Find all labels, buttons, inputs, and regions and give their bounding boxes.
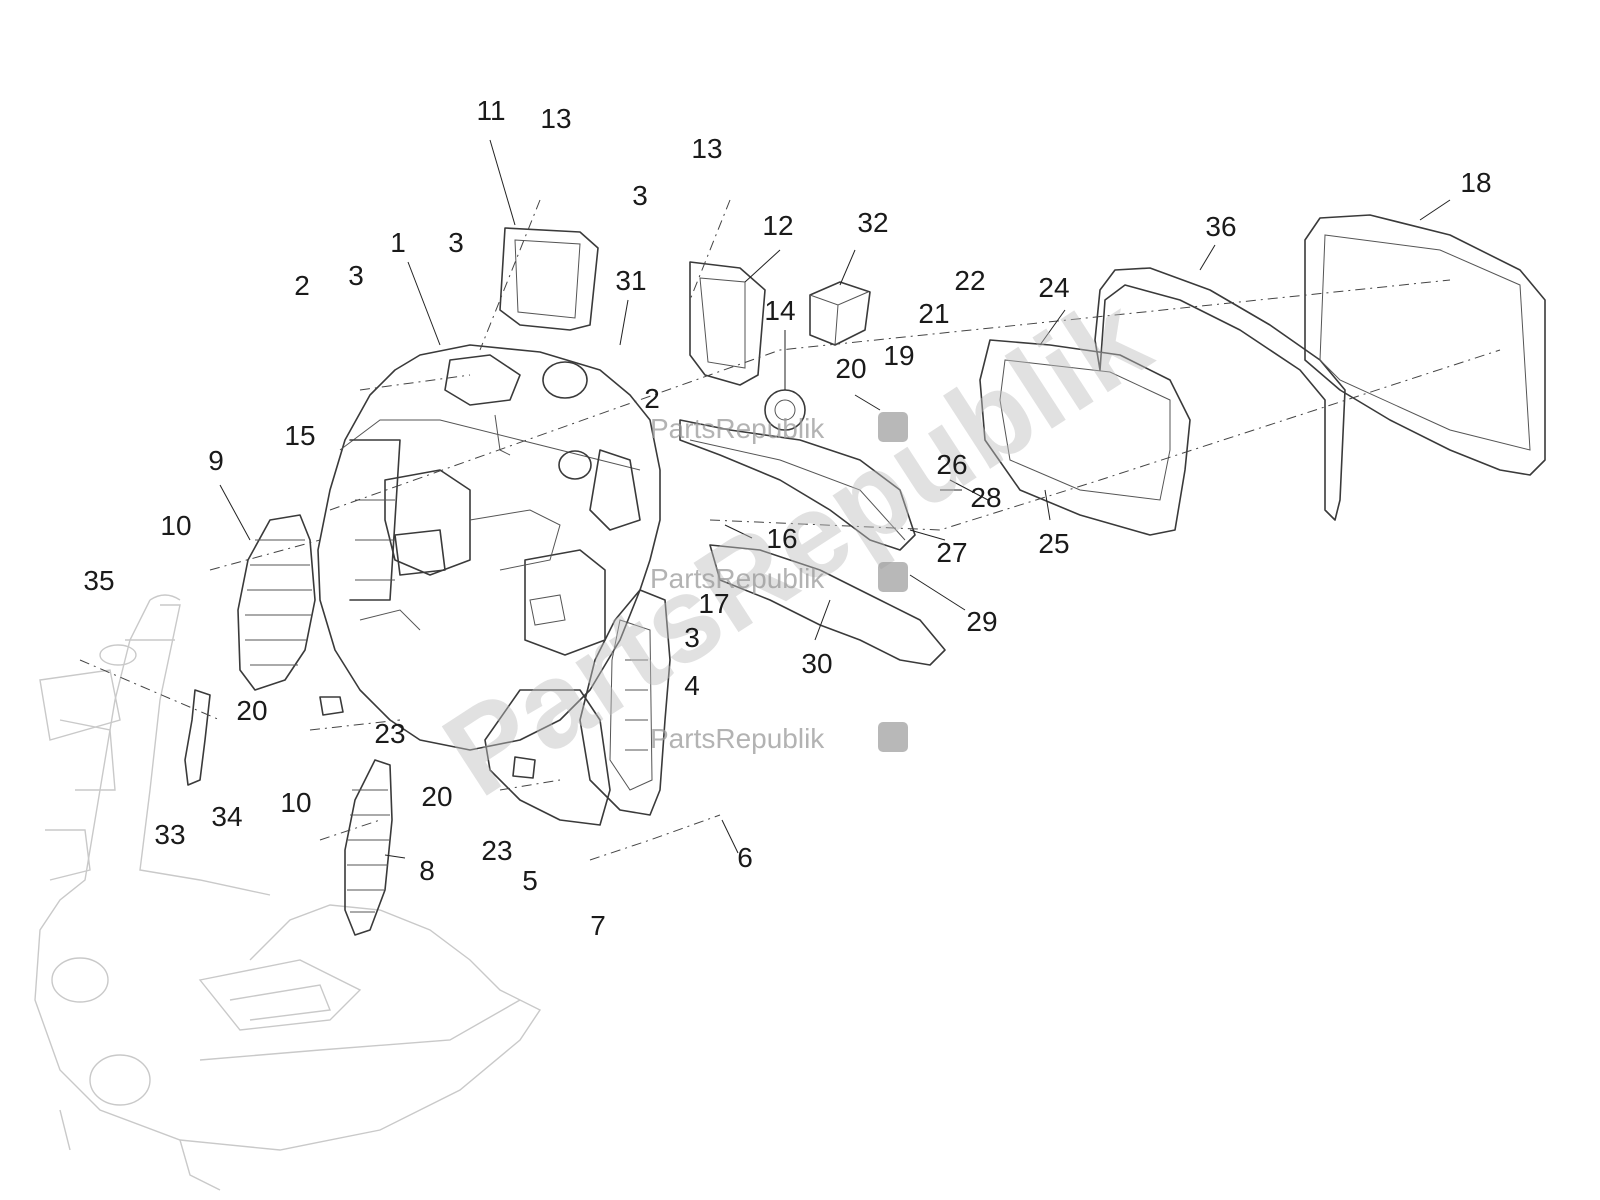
callout-14: 14: [764, 295, 795, 326]
callout-3: 3: [448, 227, 464, 258]
gear-icon: [878, 412, 908, 442]
bracket-33-part: [184, 689, 211, 786]
callout-26: 26: [936, 449, 967, 480]
callout-4: 4: [684, 670, 700, 701]
callout-34: 34: [211, 801, 242, 832]
callout-29: 29: [966, 606, 997, 637]
watermark-small-text-2: PartsRepublik: [650, 563, 825, 594]
callout-27: 27: [936, 537, 967, 568]
callout-13: 13: [691, 133, 722, 164]
callout-16: 16: [766, 523, 797, 554]
callout-30: 30: [801, 648, 832, 679]
gear-icon: [878, 562, 908, 592]
lower-fairing-part: [484, 689, 611, 826]
callout-33: 33: [154, 819, 185, 850]
callout-3: 3: [632, 180, 648, 211]
callout-28: 28: [970, 482, 1001, 513]
callout-15: 15: [284, 420, 315, 451]
callout-3: 3: [684, 622, 700, 653]
callout-35: 35: [83, 565, 114, 596]
box-32-part: [809, 281, 871, 346]
watermark-small-text-3: PartsRepublik: [650, 723, 825, 754]
clip-23b-part: [512, 756, 536, 779]
panel-18-part: [1304, 214, 1546, 476]
callout-2: 2: [644, 383, 660, 414]
door-24-part: [979, 339, 1191, 536]
callout-19: 19: [883, 340, 914, 371]
watermark-small-text-1: PartsRepublik: [650, 413, 825, 444]
callout-2: 2: [294, 270, 310, 301]
callout-10: 10: [280, 787, 311, 818]
grille-upper-part: [237, 514, 316, 691]
callout-25: 25: [1038, 528, 1069, 559]
grille-lower-part: [344, 759, 393, 936]
callout-9: 9: [208, 445, 224, 476]
frame-chassis-ghost: [34, 594, 542, 1191]
callout-18: 18: [1460, 167, 1491, 198]
callout-20: 20: [835, 353, 866, 384]
leader-lines: [219, 139, 1451, 859]
clip-23a-part: [319, 696, 344, 716]
callout-12: 12: [762, 210, 793, 241]
callout-24: 24: [1038, 272, 1069, 303]
frame-12-part: [689, 261, 766, 386]
strip-27-part: [679, 419, 916, 551]
callout-23: 23: [374, 718, 405, 749]
callout-5: 5: [522, 865, 538, 896]
callout-31: 31: [615, 265, 646, 296]
callout-1: 1: [390, 227, 406, 258]
callout-10: 10: [160, 510, 191, 541]
callout-7: 7: [590, 910, 606, 941]
frame-11-part: [499, 227, 599, 331]
callout-22: 22: [954, 265, 985, 296]
callout-21: 21: [918, 298, 949, 329]
callout-17: 17: [698, 588, 729, 619]
callout-20: 20: [421, 781, 452, 812]
leg-shield-back-part: [317, 344, 661, 751]
callout-23: 23: [481, 835, 512, 866]
callout-6: 6: [737, 842, 753, 873]
gear-icon: [878, 722, 908, 752]
callout-32: 32: [857, 207, 888, 238]
callout-3: 3: [348, 260, 364, 291]
panel-30-part: [709, 544, 946, 666]
callout-8: 8: [419, 855, 435, 886]
lower-side-cover-part: [579, 589, 671, 816]
callout-11: 11: [476, 95, 505, 126]
gasket-36-part: [1094, 267, 1346, 521]
callout-labels: 1 2 2 3 3 3 3 4 5 6 7 8 9 10 10 11 12 13…: [83, 95, 1491, 941]
assembly-lines: [79, 199, 1501, 861]
callout-20: 20: [236, 695, 267, 726]
callout-13: 13: [540, 103, 571, 134]
watermark-badges: PartsRepublik PartsRepublik PartsRepubli…: [650, 412, 908, 754]
callout-36: 36: [1205, 211, 1236, 242]
